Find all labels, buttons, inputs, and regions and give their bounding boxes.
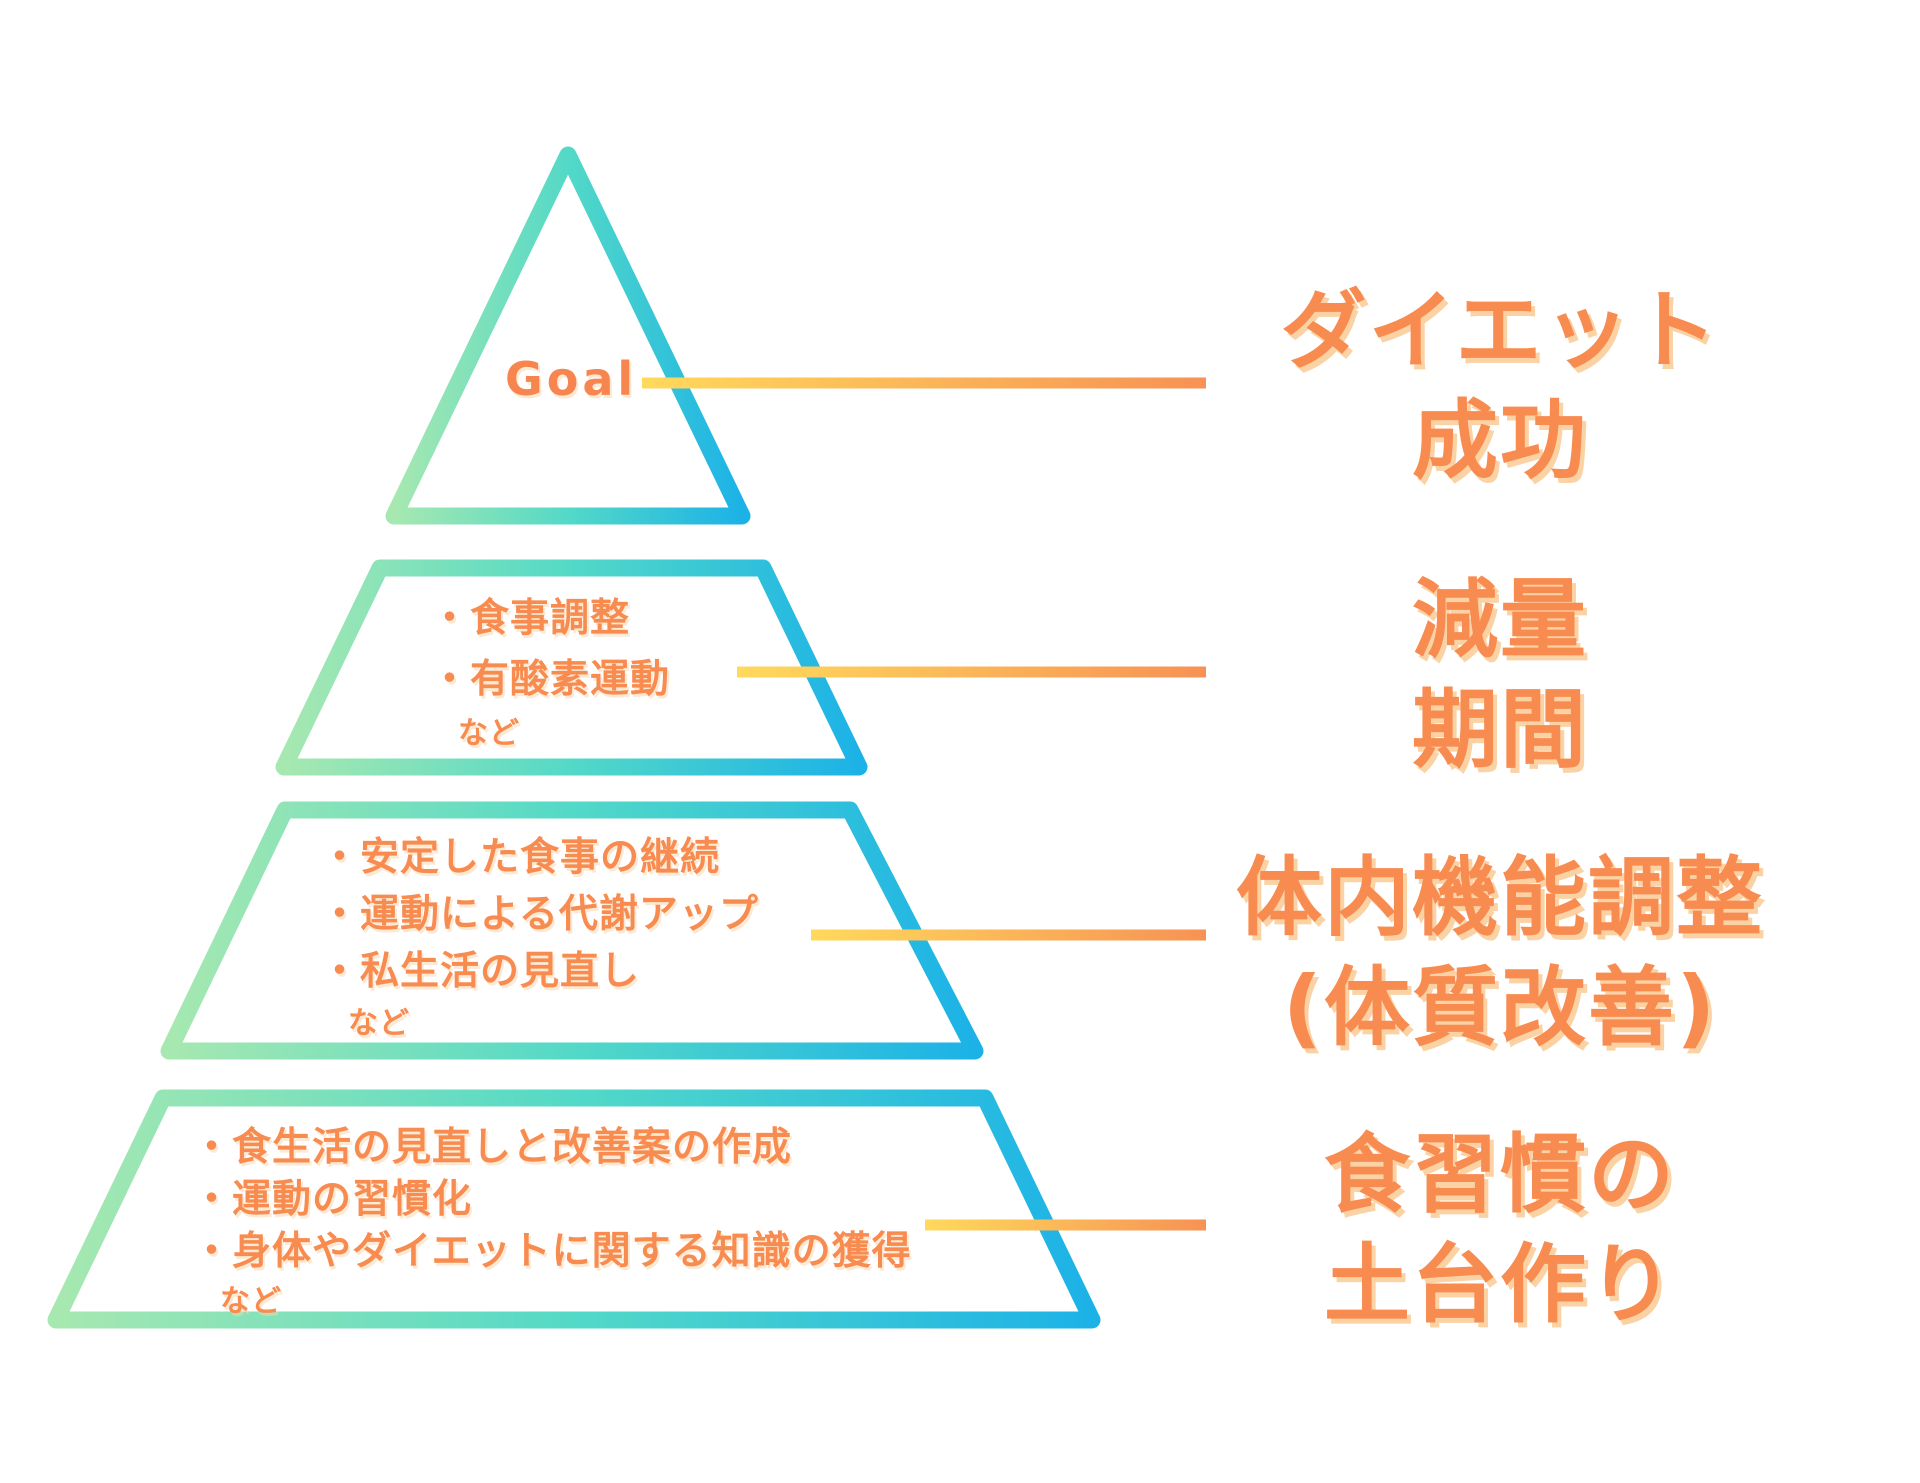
bullet-note: など	[348, 1006, 410, 1041]
bullet-item: ・食生活の見直しと改善案の作成	[192, 1125, 793, 1170]
right-label-line: ダイエット	[1280, 281, 1720, 381]
bullet-item: ・私生活の見直し	[320, 949, 641, 994]
right-label-line: 食習慣の	[1324, 1125, 1676, 1225]
bullet-item: ・有酸素運動	[430, 657, 671, 702]
right-label-line: 成功	[1412, 391, 1588, 491]
pyramid-level-4-outline	[47, 1089, 1101, 1329]
bullet-item: ・運動による代謝アップ	[320, 892, 759, 937]
pyramid-level-1-outline	[385, 146, 751, 525]
right-label-line: 期間	[1412, 680, 1588, 780]
pyramid-level-3-outline	[160, 801, 984, 1060]
bullet-note: など	[220, 1284, 282, 1319]
right-label-line: 減量	[1412, 570, 1588, 670]
goal-label: Goal	[505, 352, 638, 406]
right-label-eating-habit-foundation: 食習慣の 土台作り	[1160, 1120, 1840, 1340]
right-label-weight-loss-period: 減量 期間	[1160, 565, 1840, 785]
bullet-item: ・身体やダイエットに関する知識の獲得	[192, 1229, 912, 1274]
right-label-line: (体質改善)	[1282, 958, 1718, 1058]
level-3-items: ・安定した食事の継続 ・運動による代謝アップ ・私生活の見直し など	[320, 829, 759, 1048]
bullet-item: ・安定した食事の継続	[320, 835, 721, 880]
right-label-line: 土台作り	[1324, 1235, 1676, 1335]
right-label-diet-success: ダイエット 成功	[1160, 276, 1840, 496]
bullet-item: ・運動の習慣化	[192, 1177, 473, 1222]
pyramid-level-2-outline	[275, 559, 868, 776]
bullet-note: など	[458, 716, 520, 751]
right-label-line: 体内機能調整	[1236, 848, 1764, 948]
right-label-body-function-adjustment: 体内機能調整 (体質改善)	[1160, 843, 1840, 1063]
bullet-item: ・食事調整	[430, 596, 631, 641]
level-4-items: ・食生活の見直しと改善案の作成 ・運動の習慣化 ・身体やダイエットに関する知識の…	[192, 1122, 912, 1326]
level-2-items: ・食事調整 ・有酸素運動 など	[430, 588, 670, 758]
